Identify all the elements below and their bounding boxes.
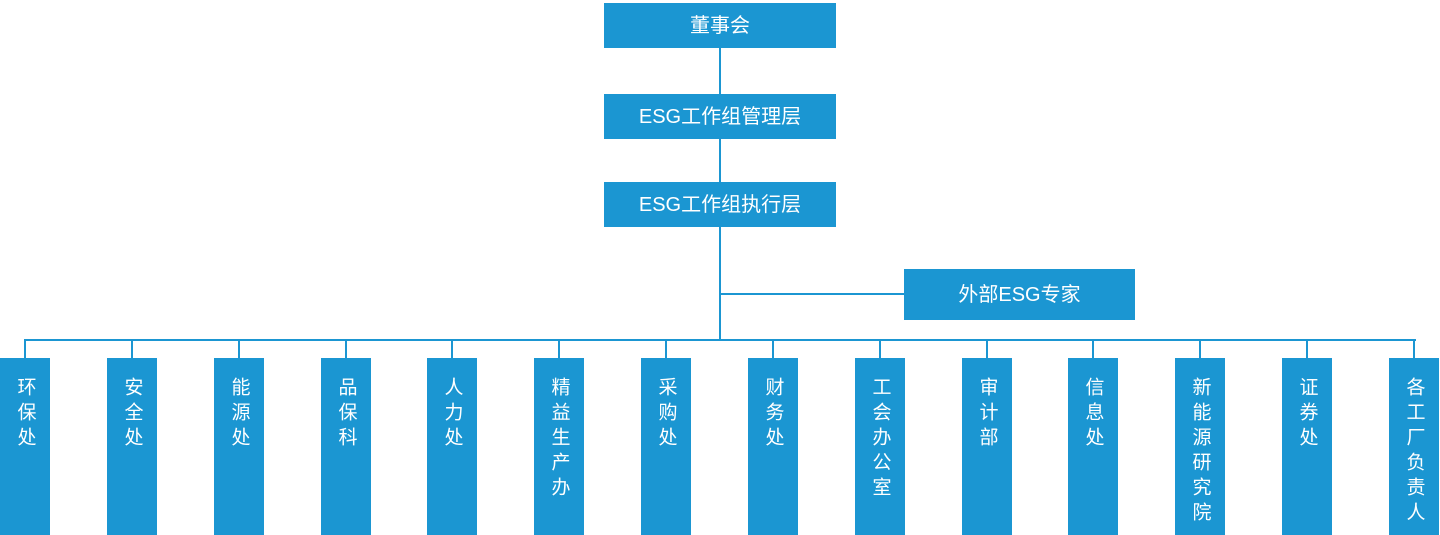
department-label: 证券处	[1296, 377, 1318, 452]
department-connector	[238, 341, 240, 358]
department-box: 各工厂负责人	[1389, 358, 1439, 535]
node-esg-management-layer: ESG工作组管理层	[604, 94, 836, 139]
department-connector	[1092, 341, 1094, 358]
department-label: 财务处	[762, 377, 784, 452]
department-label: 工会办公室	[869, 377, 891, 502]
department-connector	[1306, 341, 1308, 358]
department-label: 新能源研究院	[1189, 377, 1211, 527]
department-label: 人力处	[441, 377, 463, 452]
department-box: 能源处	[214, 358, 264, 535]
connector-execution-to-departments	[719, 227, 721, 341]
department-label: 品保科	[335, 377, 357, 452]
department-box: 工会办公室	[855, 358, 905, 535]
department-box: 精益生产办	[534, 358, 584, 535]
department-connector	[665, 341, 667, 358]
department-connector	[1413, 341, 1415, 358]
department-node: 财务处	[748, 341, 798, 535]
department-box: 审计部	[962, 358, 1012, 535]
department-connector	[879, 341, 881, 358]
department-label: 审计部	[976, 377, 998, 452]
department-node: 证券处	[1282, 341, 1332, 535]
department-node: 采购处	[641, 341, 691, 535]
department-node: 审计部	[962, 341, 1012, 535]
department-box: 财务处	[748, 358, 798, 535]
node-esg-execution-layer: ESG工作组执行层	[604, 182, 836, 227]
department-connector	[986, 341, 988, 358]
department-node: 安全处	[107, 341, 157, 535]
department-box: 新能源研究院	[1175, 358, 1225, 535]
department-label: 采购处	[655, 377, 677, 452]
department-node: 信息处	[1068, 341, 1118, 535]
department-connector	[131, 341, 133, 358]
department-node: 人力处	[427, 341, 477, 535]
department-node: 新能源研究院	[1175, 341, 1225, 535]
department-label: 安全处	[121, 377, 143, 452]
department-label: 信息处	[1082, 377, 1104, 452]
connector-board-to-management	[719, 48, 721, 94]
department-box: 人力处	[427, 358, 477, 535]
department-node: 工会办公室	[855, 341, 905, 535]
department-label: 能源处	[228, 377, 250, 452]
department-box: 采购处	[641, 358, 691, 535]
department-box: 品保科	[321, 358, 371, 535]
connector-to-external-expert	[720, 293, 904, 295]
department-node: 环保处	[0, 341, 50, 535]
department-box: 环保处	[0, 358, 50, 535]
node-external-esg-expert: 外部ESG专家	[904, 269, 1135, 320]
department-label: 环保处	[14, 377, 36, 452]
department-connector	[1199, 341, 1201, 358]
department-node: 各工厂负责人	[1389, 341, 1439, 535]
department-box: 证券处	[1282, 358, 1332, 535]
department-connector	[772, 341, 774, 358]
department-node: 精益生产办	[534, 341, 584, 535]
department-box: 安全处	[107, 358, 157, 535]
department-box: 信息处	[1068, 358, 1118, 535]
department-label: 精益生产办	[548, 377, 570, 502]
department-label: 各工厂负责人	[1403, 377, 1425, 527]
department-node: 品保科	[321, 341, 371, 535]
department-node: 能源处	[214, 341, 264, 535]
node-board-of-directors: 董事会	[604, 3, 836, 48]
department-connector	[558, 341, 560, 358]
department-connector	[24, 341, 26, 358]
connector-management-to-execution	[719, 139, 721, 182]
department-connector	[345, 341, 347, 358]
departments-distribution-line	[24, 339, 1416, 341]
department-connector	[451, 341, 453, 358]
